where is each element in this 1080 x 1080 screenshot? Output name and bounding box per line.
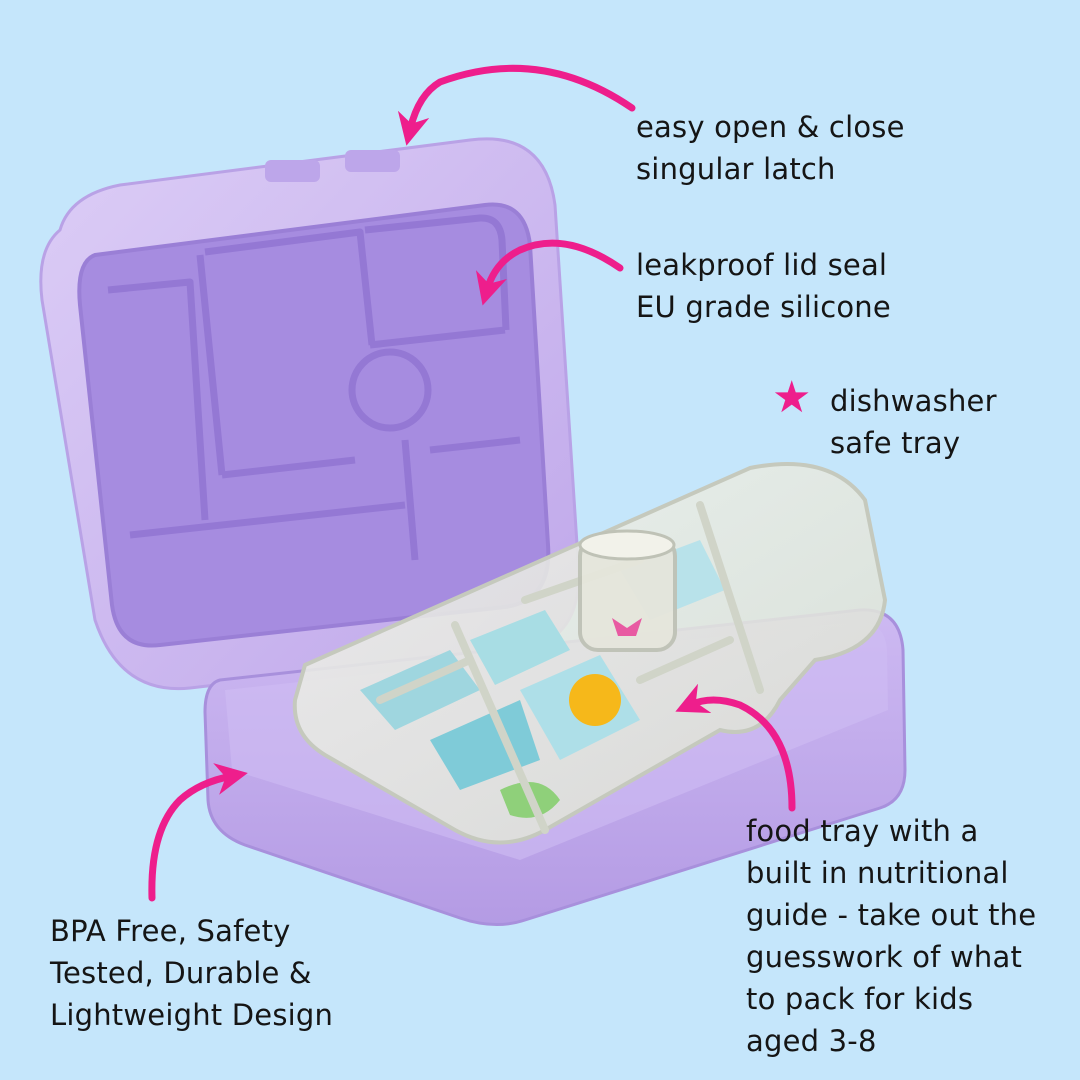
callout-bpa-line-2: Tested, Durable & [50, 956, 312, 990]
callout-food-tray-line-1: food tray with a [746, 814, 979, 848]
callout-bpa: BPA Free, Safety Tested, Durable & Light… [50, 910, 333, 1036]
callout-latch: easy open & close singular latch [636, 106, 905, 190]
callout-seal-line-2: EU grade silicone [636, 290, 891, 324]
callout-food-tray-line-2: built in nutritional [746, 856, 1009, 890]
arrow-seal [475, 239, 624, 306]
callout-seal: leakproof lid seal EU grade silicone [636, 244, 891, 328]
sun-picture [569, 674, 621, 726]
lid-compartments [107, 214, 521, 561]
callout-dishwasher-line-1: dishwasher [830, 384, 997, 418]
callout-food-tray-line-6: aged 3-8 [746, 1024, 877, 1058]
latch [265, 160, 320, 182]
star-icon: ★ [772, 372, 812, 423]
callout-food-tray-line-3: guide - take out the [746, 898, 1037, 932]
butterfly-picture [612, 618, 642, 636]
callout-food-tray-line-4: guesswork of what [746, 940, 1023, 974]
clear-food-tray [292, 462, 888, 845]
callout-arrows [148, 64, 796, 902]
callout-food-tray-line-5: to pack for kids [746, 982, 974, 1016]
callout-food-tray: food tray with a built in nutritional gu… [746, 810, 1036, 1062]
arrow-bpa [148, 763, 248, 902]
callout-latch-line-2: singular latch [636, 152, 836, 186]
arrow-latch [397, 64, 636, 146]
callout-bpa-line-1: BPA Free, Safety [50, 914, 291, 948]
callout-seal-line-1: leakproof lid seal [636, 248, 888, 282]
arrow-food-tray [675, 683, 796, 812]
lid [39, 137, 581, 691]
callout-dishwasher-line-2: safe tray [830, 426, 961, 460]
dip-cup [578, 529, 677, 652]
callout-bpa-line-3: Lightweight Design [50, 998, 334, 1032]
callout-latch-line-1: easy open & close [636, 110, 905, 144]
silicone-seal [77, 202, 551, 648]
callout-dishwasher: dishwasher safe tray [830, 380, 997, 464]
